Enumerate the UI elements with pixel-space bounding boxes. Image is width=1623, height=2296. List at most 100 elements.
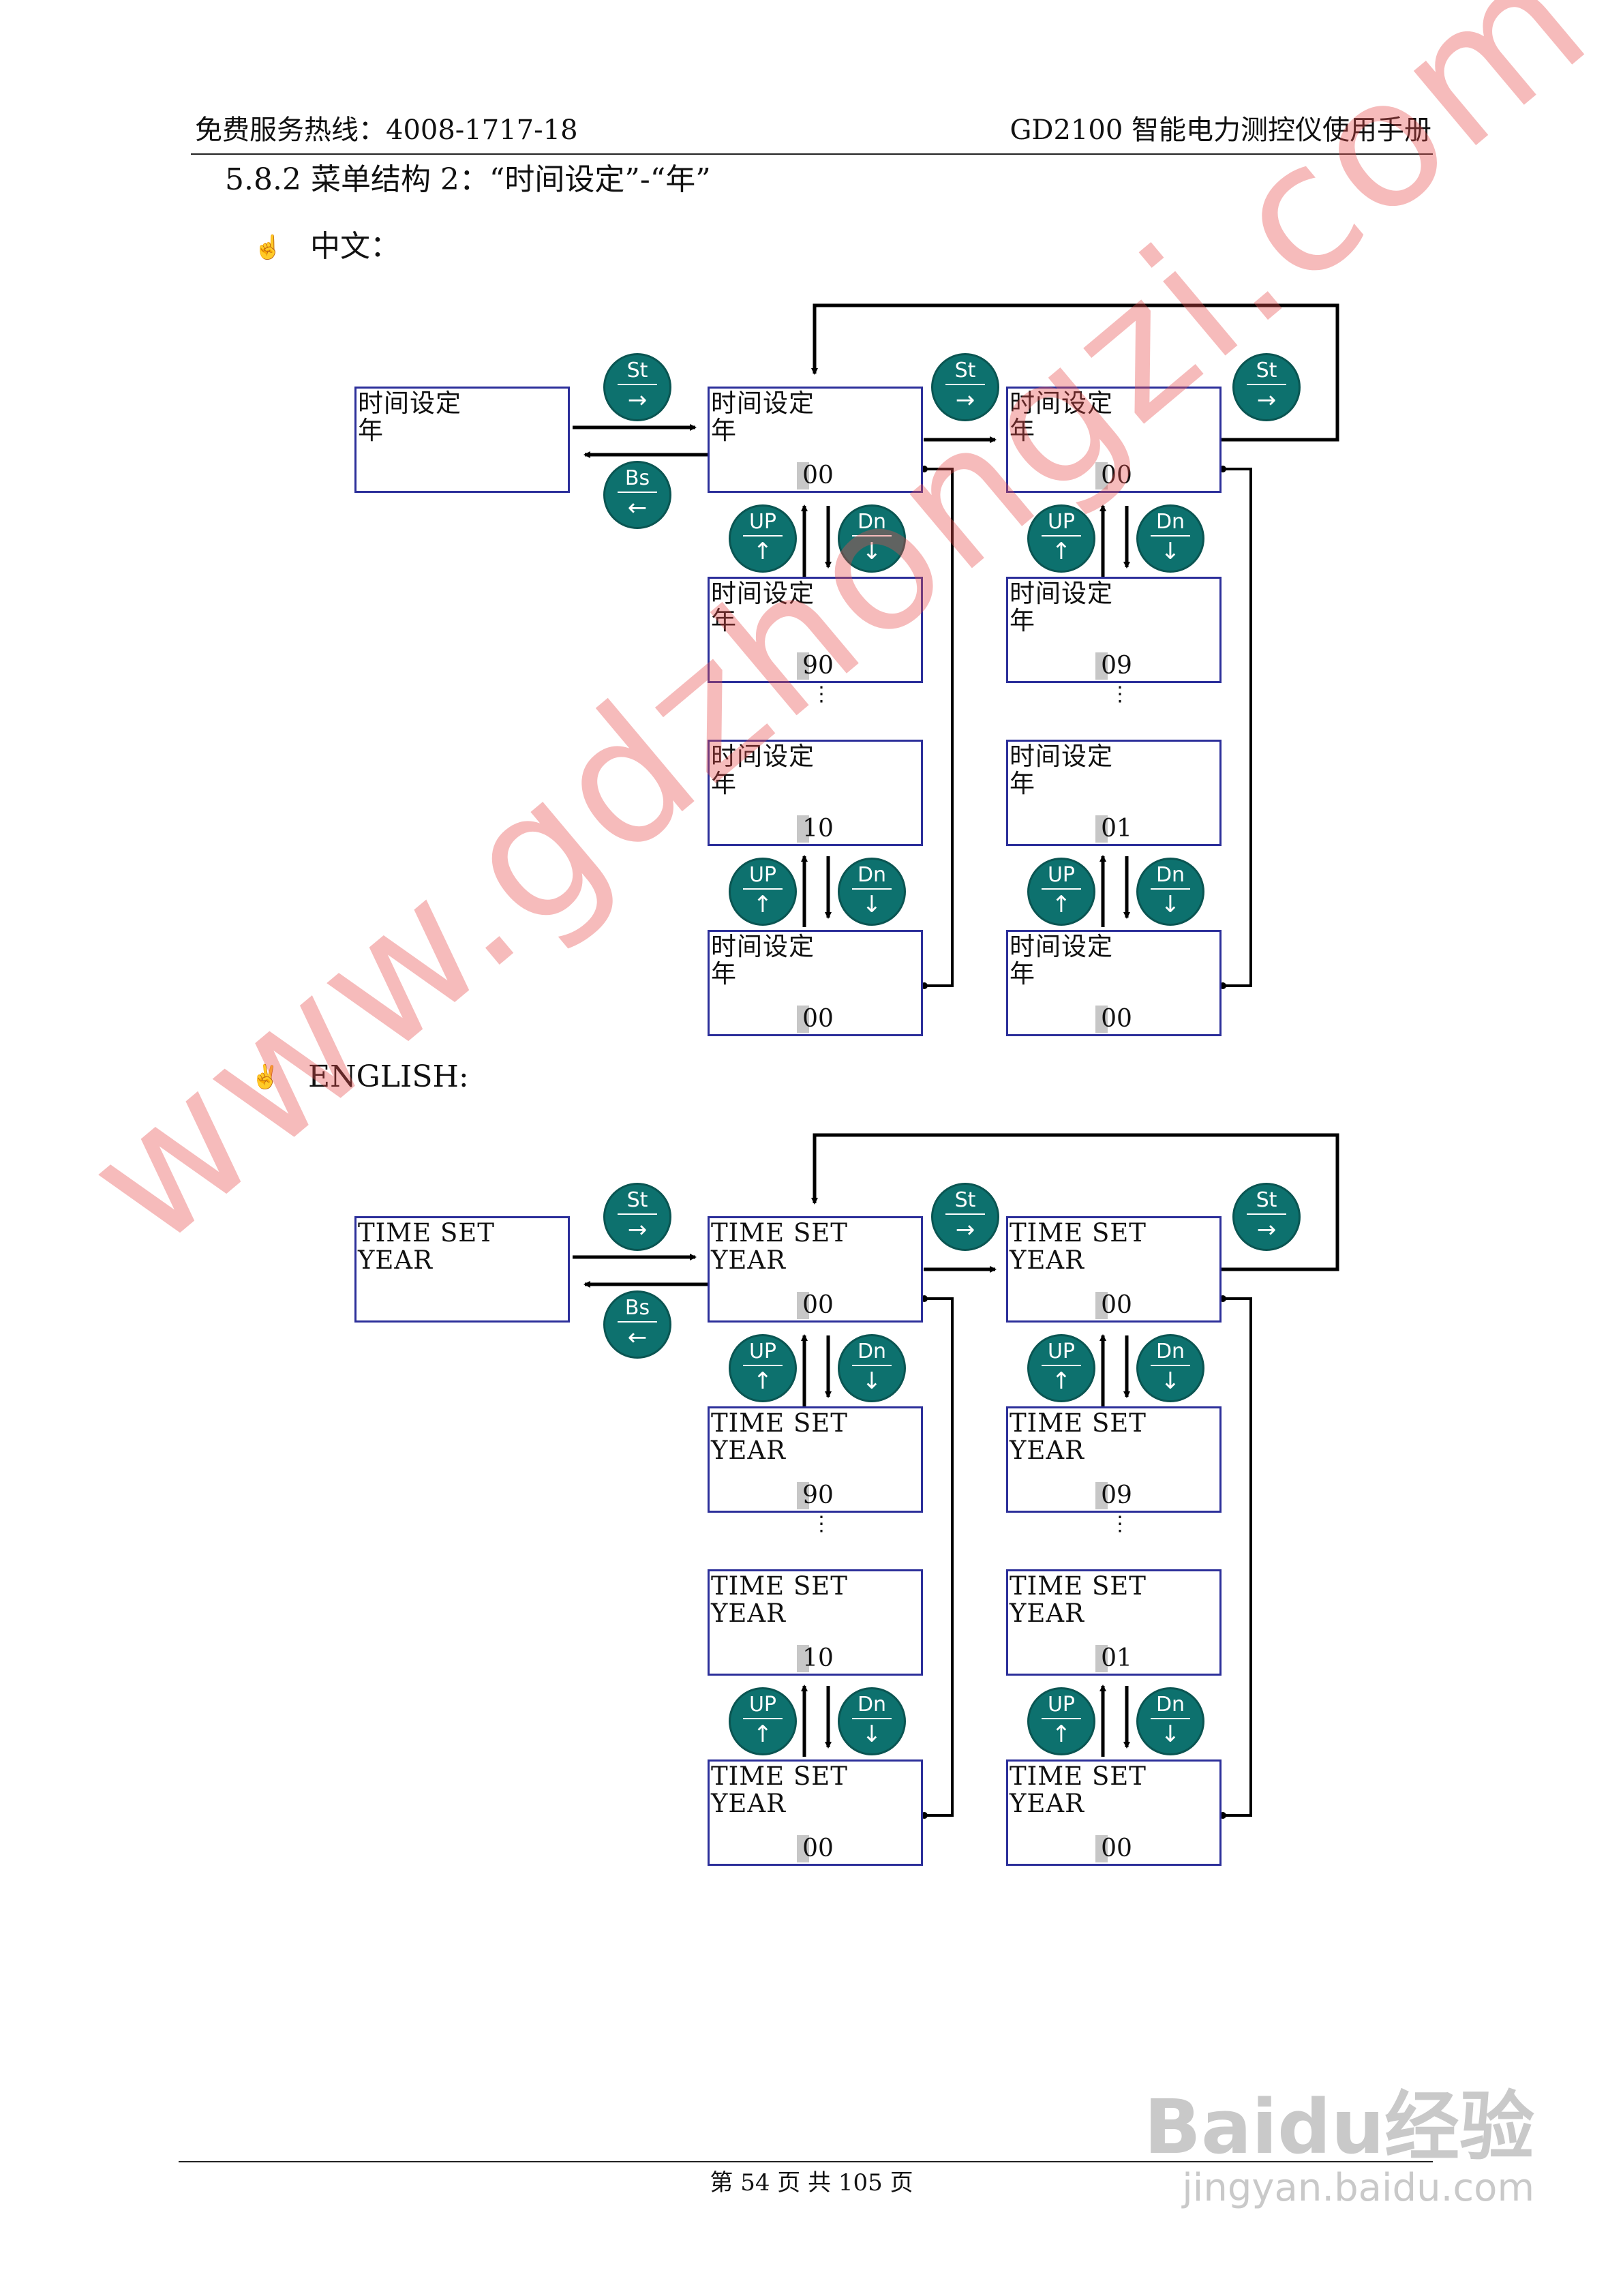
english-label: ENGLISH:: [308, 1059, 469, 1094]
screen-line1: 时间设定: [711, 579, 815, 608]
down-arrow-icon: ↓: [862, 1721, 882, 1748]
lcd-screen-right-3: 时间设定 年 01: [1006, 740, 1222, 846]
st-key[interactable]: St→: [931, 353, 999, 421]
screen-line2: YEAR: [711, 1599, 787, 1628]
lcd-screen-right-4: TIME SET YEAR 00: [1006, 1759, 1222, 1866]
screen-value: 09: [1095, 1482, 1132, 1509]
lcd-screen-left-3: 时间设定 年 10: [708, 740, 923, 846]
st-key[interactable]: St→: [1232, 1183, 1301, 1251]
up-key[interactable]: UP↑: [1027, 504, 1095, 573]
up-arrow-icon: ↑: [1051, 891, 1072, 918]
screen-line2: YEAR: [1010, 1789, 1085, 1818]
screen-value: 00: [797, 1835, 834, 1862]
ellipsis-dots: ⋮: [811, 1512, 832, 1536]
page-number: 第 54 页 共 105 页: [710, 2169, 913, 2196]
dn-key[interactable]: Dn↓: [1136, 504, 1204, 573]
screen-line2: 年: [358, 416, 384, 445]
up-key[interactable]: UP↑: [729, 504, 797, 573]
hotline-text: 免费服务热线：4008-1717-18: [195, 115, 578, 146]
screen-line2: YEAR: [1010, 1436, 1085, 1465]
screen-line2: 年: [1010, 769, 1035, 798]
right-arrow-icon: →: [955, 387, 975, 414]
down-arrow-icon: ↓: [1160, 1721, 1181, 1748]
up-arrow-icon: ↑: [753, 1368, 773, 1395]
hand-pointing-icon: ☝: [254, 234, 283, 261]
screen-line2: YEAR: [711, 1436, 787, 1465]
ellipsis-dots: ⋮: [1110, 1512, 1130, 1536]
screen-value: 90: [797, 652, 834, 680]
up-key[interactable]: UP↑: [729, 858, 797, 926]
down-arrow-icon: ↓: [1160, 891, 1181, 918]
up-arrow-icon: ↑: [1051, 538, 1072, 565]
screen-line1: TIME SET: [711, 1571, 848, 1601]
screen-line1: TIME SET: [711, 1762, 848, 1791]
down-arrow-icon: ↓: [862, 538, 882, 565]
screen-line1: TIME SET: [711, 1408, 848, 1438]
screen-value: 00: [1095, 1835, 1132, 1862]
down-arrow-icon: ↓: [1160, 1368, 1181, 1395]
screen-line2: YEAR: [358, 1245, 434, 1275]
up-key[interactable]: UP↑: [1027, 858, 1095, 926]
screen-line2: 年: [711, 769, 737, 798]
st-key[interactable]: St→: [1232, 353, 1301, 421]
footer-rule: [179, 2161, 1433, 2162]
dn-key[interactable]: Dn↓: [1136, 858, 1204, 926]
screen-value: 00: [797, 1292, 834, 1319]
screen-line2: YEAR: [711, 1245, 787, 1275]
screen-line1: TIME SET: [1010, 1218, 1147, 1248]
right-arrow-icon: →: [1256, 387, 1277, 414]
chinese-label: 中文：: [310, 229, 400, 264]
screen-value: 00: [1095, 1292, 1132, 1319]
dn-key[interactable]: Dn↓: [838, 1687, 906, 1755]
up-key[interactable]: UP↑: [729, 1334, 797, 1402]
screen-value: 01: [1095, 1645, 1132, 1672]
lcd-screen-left-2: TIME SET YEAR 90: [708, 1406, 923, 1513]
screen-line2: YEAR: [711, 1789, 787, 1818]
lcd-screen-entry: 时间设定 年: [354, 387, 570, 493]
screen-value: 01: [1095, 815, 1132, 843]
screen-line1: 时间设定: [711, 742, 815, 771]
lcd-screen-left-3: TIME SET YEAR 10: [708, 1569, 923, 1676]
lcd-screen-left-4: TIME SET YEAR 00: [708, 1759, 923, 1866]
lcd-screen-entry: TIME SET YEAR: [354, 1216, 570, 1323]
screen-value: 00: [1095, 462, 1132, 489]
screen-value: 10: [797, 1645, 834, 1672]
lcd-screen-right-top: TIME SET YEAR 00: [1006, 1216, 1222, 1323]
screen-value: 00: [797, 1006, 834, 1033]
lcd-screen-right-top: 时间设定 年 00: [1006, 387, 1222, 493]
dn-key[interactable]: Dn↓: [1136, 1687, 1204, 1755]
screen-line1: TIME SET: [1010, 1408, 1147, 1438]
right-arrow-icon: →: [627, 1216, 648, 1243]
up-arrow-icon: ↑: [753, 891, 773, 918]
lcd-screen-left-2: 时间设定 年 90: [708, 577, 923, 683]
baidu-watermark: Baidu经验 jingyan.baidu.com: [1144, 2086, 1534, 2209]
dn-key[interactable]: Dn↓: [1136, 1334, 1204, 1402]
screen-line1: TIME SET: [1010, 1571, 1147, 1601]
lcd-screen-left-4: 时间设定 年 00: [708, 930, 923, 1036]
bs-key[interactable]: Bs←: [603, 461, 671, 529]
lcd-screen-right-2: 时间设定 年 09: [1006, 577, 1222, 683]
dn-key[interactable]: Dn↓: [838, 504, 906, 573]
screen-value: 09: [1095, 652, 1132, 680]
lcd-screen-right-4: 时间设定 年 00: [1006, 930, 1222, 1036]
screen-line1: TIME SET: [1010, 1762, 1147, 1791]
screen-line1: 时间设定: [1010, 579, 1113, 608]
up-arrow-icon: ↑: [1051, 1368, 1072, 1395]
up-key[interactable]: UP↑: [1027, 1687, 1095, 1755]
screen-line2: 年: [711, 959, 737, 988]
dn-key[interactable]: Dn↓: [838, 858, 906, 926]
screen-line1: 时间设定: [1010, 742, 1113, 771]
up-key[interactable]: UP↑: [1027, 1334, 1095, 1402]
st-key[interactable]: St→: [931, 1183, 999, 1251]
screen-line2: 年: [1010, 606, 1035, 635]
left-arrow-icon: ←: [627, 494, 648, 522]
screen-line1: 时间设定: [711, 932, 815, 961]
bs-key[interactable]: Bs←: [603, 1290, 671, 1359]
st-key[interactable]: St→: [603, 1183, 671, 1251]
screen-line2: 年: [1010, 959, 1035, 988]
lcd-screen-right-2: TIME SET YEAR 09: [1006, 1406, 1222, 1513]
dn-key[interactable]: Dn↓: [838, 1334, 906, 1402]
up-key[interactable]: UP↑: [729, 1687, 797, 1755]
st-key[interactable]: St→: [603, 353, 671, 421]
